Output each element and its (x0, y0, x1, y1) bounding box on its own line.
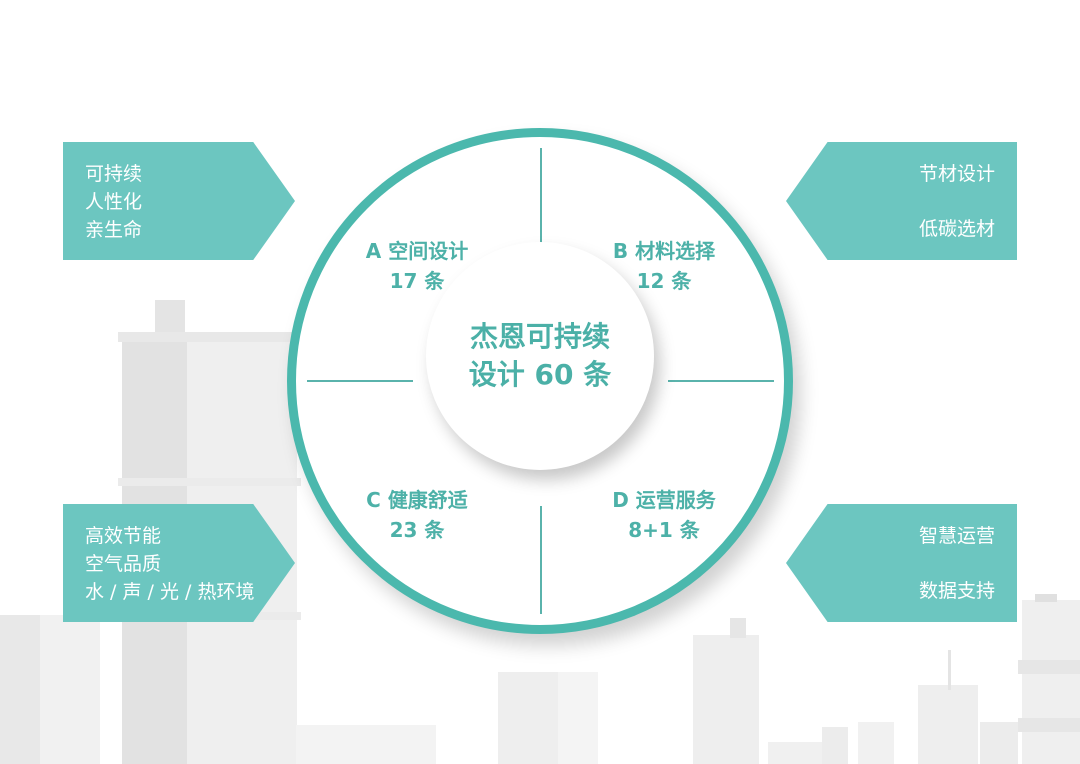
banner-text: 数据支持 (918, 580, 995, 602)
quadrant-title: B 材料选择 (612, 239, 716, 263)
banner-text: 智慧运营 (918, 525, 995, 547)
quadrant-title: C 健康舒适 (366, 488, 468, 512)
quadrant-title: A 空间设计 (365, 239, 469, 263)
divider-top (540, 148, 542, 255)
quadrant-title: D 运营服务 (612, 488, 716, 512)
banner-bottom-left: 高效节能 空气品质 水 / 声 / 光 / 热环境 (63, 504, 295, 622)
banner-bottom-right: 智慧运营 数据支持 (786, 504, 1017, 622)
banner-text: 节材设计 (918, 163, 995, 185)
banner-top-right: 节材设计 低碳选材 (786, 142, 1017, 260)
banner-text: 人性化 (85, 191, 143, 213)
divider-right (668, 380, 774, 382)
quadrant-count: 8+1 条 (628, 518, 700, 542)
banner-text: 水 / 声 / 光 / 热环境 (85, 581, 255, 603)
quadrant-count: 23 条 (389, 518, 445, 542)
sustainability-wheel: A 空间设计 17 条 B 材料选择 12 条 C 健康舒适 23 条 D 运营… (287, 128, 793, 634)
center-subtitle: 设计 60 条 (468, 358, 612, 391)
divider-bottom (540, 506, 542, 614)
banner-text: 低碳选材 (918, 218, 995, 240)
banner-text: 空气品质 (85, 553, 162, 575)
banner-text: 高效节能 (85, 525, 162, 547)
banner-top-left: 可持续 人性化 亲生命 (63, 142, 295, 260)
center-title: 杰恩可持续 (469, 320, 610, 353)
quadrant-b: B 材料选择 12 条 (564, 236, 764, 296)
banner-text: 可持续 (85, 163, 143, 185)
center-hub: 杰恩可持续 设计 60 条 (426, 242, 654, 470)
quadrant-c: C 健康舒适 23 条 (317, 485, 517, 545)
quadrant-count: 17 条 (389, 269, 445, 293)
divider-left (307, 380, 413, 382)
quadrant-d: D 运营服务 8+1 条 (564, 485, 764, 545)
banner-text: 亲生命 (85, 219, 143, 241)
quadrant-a: A 空间设计 17 条 (317, 236, 517, 296)
quadrant-count: 12 条 (636, 269, 692, 293)
